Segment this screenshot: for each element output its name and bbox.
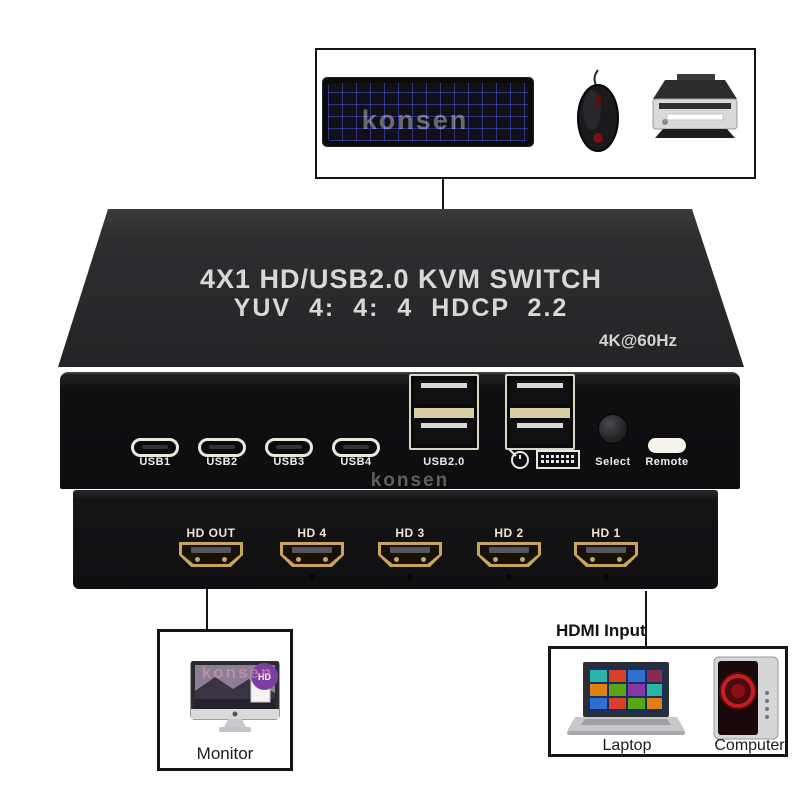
watermark-konsen: konsen bbox=[370, 470, 450, 491]
hdmi-pin bbox=[222, 557, 227, 562]
led-indicator bbox=[309, 574, 315, 580]
hdmi-pin bbox=[323, 557, 328, 562]
hdmi-tongue bbox=[489, 547, 529, 553]
usb2.0-label: USB2.0 bbox=[423, 456, 465, 468]
hdmi-pin bbox=[493, 557, 498, 562]
hd1-label: HD 1 bbox=[591, 526, 621, 540]
device-subtitle: YUV 4: 4: 4 HDCP 2.2 bbox=[233, 294, 569, 322]
laptop-label: Laptop bbox=[602, 737, 652, 754]
printer-image bbox=[652, 74, 738, 138]
usb2-hub-port-a bbox=[409, 374, 479, 450]
mouse-image bbox=[577, 69, 619, 152]
resolution-badge: 4K@60Hz bbox=[599, 331, 677, 350]
hdmi-pin bbox=[617, 557, 622, 562]
keyboard-icon bbox=[536, 450, 580, 469]
keyboard-keys bbox=[328, 83, 528, 141]
hdmi-pin bbox=[195, 557, 200, 562]
select-label: Select bbox=[595, 456, 631, 468]
usb-divider bbox=[510, 408, 570, 418]
hdmi-pin bbox=[520, 557, 525, 562]
line-hdout-to-monitor bbox=[206, 566, 208, 630]
hdmi-pin bbox=[590, 557, 595, 562]
hdmi-port-out bbox=[179, 542, 243, 567]
hdmi-input-title: HDMI Input bbox=[556, 621, 646, 640]
hdmi-port-1 bbox=[574, 542, 638, 567]
usb3-label: USB3 bbox=[273, 456, 305, 468]
select-button bbox=[598, 414, 628, 444]
hdmi-port-3 bbox=[378, 542, 442, 567]
usb2-label: USB2 bbox=[206, 456, 238, 468]
monitor-label: Monitor bbox=[196, 744, 254, 763]
computer-image bbox=[713, 656, 779, 740]
usb-c-port-1 bbox=[131, 438, 179, 457]
hdmi-port-4 bbox=[280, 542, 344, 567]
remote-label: Remote bbox=[645, 456, 689, 468]
laptop-image bbox=[567, 662, 685, 735]
usb-a-receptacle bbox=[511, 380, 569, 404]
led-indicator bbox=[407, 574, 413, 580]
hdmi-tongue bbox=[191, 547, 231, 553]
usb4-label: USB4 bbox=[340, 456, 372, 468]
line-device-to-hdmi-input bbox=[645, 591, 647, 647]
usb-a-receptacle bbox=[415, 380, 473, 404]
hdmi-pin bbox=[421, 557, 426, 562]
device-title: 4X1 HD/USB2.0 KVM SWITCH bbox=[199, 264, 603, 294]
watermark-konsen: konsen bbox=[201, 663, 274, 682]
hdmi-pin bbox=[394, 557, 399, 562]
usb-c-port-2 bbox=[198, 438, 246, 457]
usb-c-port-3 bbox=[265, 438, 313, 457]
kvm-switch-top: 4X1 HD/USB2.0 KVM SWITCH YUV 4: 4: 4 HDC… bbox=[58, 209, 744, 367]
usb-a-receptacle bbox=[415, 420, 473, 444]
hdmi-port-2 bbox=[477, 542, 541, 567]
usb-a-receptacle bbox=[511, 420, 569, 444]
hd4-label: HD 4 bbox=[297, 526, 327, 540]
led-indicator bbox=[603, 574, 609, 580]
usb-divider bbox=[414, 408, 474, 418]
computer-label: Computer bbox=[714, 737, 785, 754]
peripherals-box: konsen bbox=[315, 48, 756, 179]
hdmi-tongue bbox=[586, 547, 626, 553]
hd-screen-badge: HD bbox=[251, 663, 278, 690]
hdmi-pin bbox=[296, 557, 301, 562]
watermark-konsen: konsen bbox=[361, 105, 469, 135]
keyboard-image bbox=[322, 77, 534, 147]
usb-c-port-4 bbox=[332, 438, 380, 457]
hdmi-tongue bbox=[292, 547, 332, 553]
usb2-hub-port-b bbox=[505, 374, 575, 450]
kvm-hdmi-panel bbox=[73, 490, 718, 589]
hdmi-tongue bbox=[390, 547, 430, 553]
hd-out-label: HD OUT bbox=[186, 526, 236, 540]
hd2-label: HD 2 bbox=[494, 526, 524, 540]
line-peripherals-to-device bbox=[442, 179, 444, 210]
usb1-label: USB1 bbox=[139, 456, 171, 468]
mouse-icon bbox=[508, 448, 529, 469]
hd3-label: HD 3 bbox=[395, 526, 425, 540]
remote-ir-port bbox=[648, 438, 686, 453]
led-indicator bbox=[506, 574, 512, 580]
